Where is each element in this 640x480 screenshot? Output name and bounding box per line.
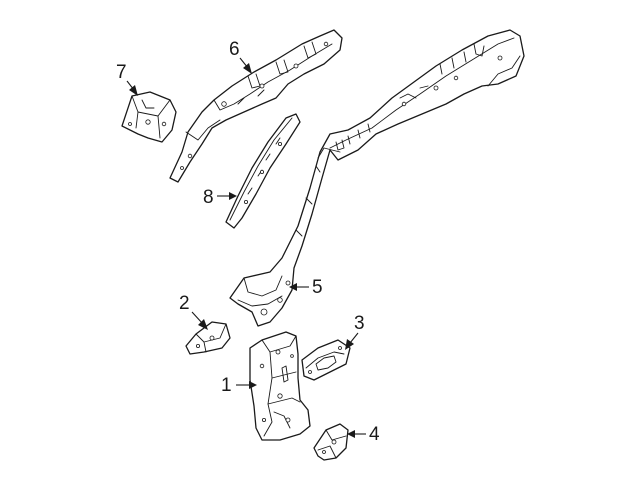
part-4-lower-clip	[313, 423, 349, 461]
part-5-pillar-roof-rail	[229, 29, 525, 327]
part-3-slotted-plate	[301, 339, 351, 381]
arrow-head-2	[198, 319, 208, 330]
part-1-lower-pillar	[249, 331, 311, 441]
arrow-head-5	[289, 283, 297, 291]
callout-label-5: 5	[312, 277, 323, 298]
callout-2: 2	[179, 293, 208, 330]
callout-4: 4	[347, 424, 380, 445]
arrow-head-3	[345, 339, 354, 350]
callout-7: 7	[116, 62, 138, 96]
callout-label-4: 4	[369, 424, 380, 445]
callout-5: 5	[289, 277, 323, 298]
part-6-upper-rail-bracket	[169, 29, 343, 183]
part-8-narrow-strip	[225, 113, 301, 229]
callout-6: 6	[229, 39, 252, 74]
part-2-clip-bracket	[185, 321, 231, 355]
callout-label-2: 2	[179, 293, 190, 314]
arrow-head-4	[347, 430, 355, 438]
callout-label-1: 1	[221, 375, 232, 396]
arrow-head-8	[229, 192, 237, 200]
arrow-head-6	[243, 63, 252, 74]
arrow-head-7	[129, 85, 138, 96]
callout-label-7: 7	[116, 62, 127, 83]
arrow-head-1	[249, 381, 257, 389]
part-7-small-bracket	[121, 91, 177, 143]
callout-8: 8	[203, 187, 237, 208]
callout-label-3: 3	[354, 313, 365, 334]
callout-1: 1	[221, 375, 257, 396]
callout-label-6: 6	[229, 39, 240, 60]
callout-label-8: 8	[203, 187, 214, 208]
callout-3: 3	[345, 313, 365, 350]
leader-line-3	[349, 332, 359, 344]
